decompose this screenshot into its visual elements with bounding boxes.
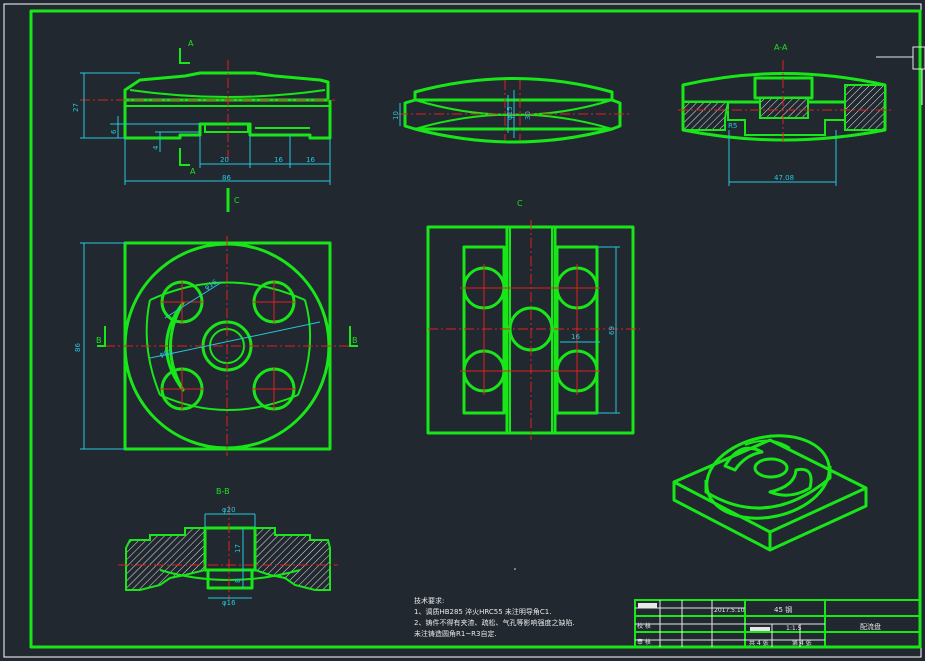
plan-view-dimensions	[80, 242, 321, 450]
dim-plan-phi-small: φ16	[203, 278, 219, 292]
dim-front-step: 6	[110, 129, 118, 134]
cut-label-a-top: A	[188, 39, 194, 48]
dim-front-w1: 20	[220, 156, 229, 164]
section-aa[interactable]	[678, 60, 892, 145]
dim-side-h2: 30	[524, 111, 532, 120]
dim-side-phi: φ15	[506, 106, 514, 120]
dim-plan-phi-big: φ92	[159, 348, 174, 359]
cut-label-a-bottom: A	[190, 167, 196, 176]
dim-plan-height: 86	[74, 343, 82, 352]
tb-sheet-total: 共 4 张	[749, 639, 769, 647]
dim-front-small: 4	[152, 145, 160, 150]
technical-notes: 技术要求: 1、调质HB285 淬火HRC55 未注明导角C1. 2、铸件不得有…	[414, 596, 575, 638]
tb-scale: 1:1.5	[786, 625, 802, 632]
dim-front-w3: 16	[306, 156, 315, 164]
notes-title: 技术要求:	[414, 596, 444, 605]
dim-front-height: 27	[72, 103, 80, 112]
dim-bb-phi16: φ16	[222, 599, 236, 607]
dim-c-16: 16	[571, 333, 580, 341]
title-block[interactable]	[634, 599, 921, 648]
section-bb-label: B-B	[216, 487, 230, 496]
isometric-view[interactable]	[672, 425, 868, 552]
notes-line-2: 2、铸件不得有夹渣、疏松、气孔等影响强度之缺陷.	[414, 618, 575, 627]
cut-label-b-right: B	[352, 336, 358, 345]
dim-bb-phi20: φ20	[222, 506, 236, 514]
notes-line-1: 1、调质HB285 淬火HRC55 未注明导角C1.	[414, 607, 551, 616]
view-c-label-main: C	[517, 199, 523, 208]
cut-label-b-left: B	[96, 336, 102, 345]
stray-point	[514, 568, 516, 570]
dim-bb-8: 8	[234, 579, 242, 583]
drawing-frame	[29, 9, 922, 649]
tb-part-name: 配流盘	[860, 622, 881, 631]
dim-bb-17: 17	[234, 544, 242, 553]
front-view-dimensions	[80, 72, 331, 185]
dim-aa-width: 47.08	[774, 174, 794, 182]
frame-marker	[876, 46, 925, 105]
front-view[interactable]	[80, 48, 335, 166]
view-c[interactable]	[426, 220, 640, 440]
tb-material: 45 钢	[774, 605, 792, 614]
section-aa-dimensions	[728, 130, 837, 186]
tb-row-check: 校 核	[637, 622, 651, 630]
view-c-label-left: C	[234, 196, 240, 205]
notes-line-3: 未注铸造圆角R1~R3自定.	[414, 629, 497, 638]
section-aa-label: A-A	[774, 43, 788, 52]
section-bb[interactable]	[118, 505, 338, 600]
side-view-dimensions	[399, 90, 515, 138]
tb-date: 2017.5.10	[714, 607, 745, 614]
dim-front-total: 86	[222, 174, 231, 182]
dim-side-h: 10	[392, 111, 400, 120]
section-bb-dimensions	[204, 513, 256, 599]
dim-aa-r: R5	[728, 122, 737, 130]
tb-row-review: 审 核	[637, 638, 651, 646]
dim-c-69: 69	[608, 326, 616, 335]
plan-view[interactable]	[97, 236, 358, 456]
tb-sheet-no: 第 4 张	[792, 639, 812, 647]
dim-front-w2: 16	[274, 156, 283, 164]
view-c-dimensions	[560, 246, 620, 414]
